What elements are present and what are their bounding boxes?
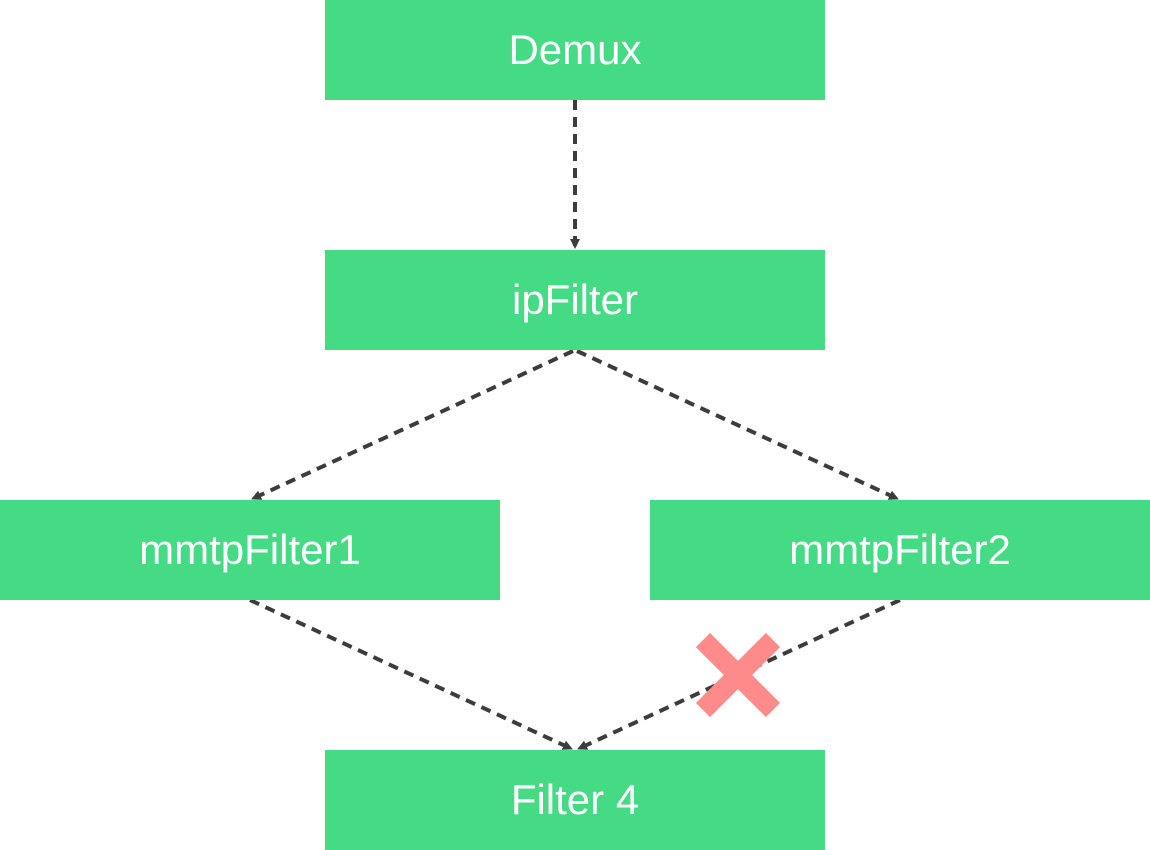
edge-ipfilter-to-mmtpfilter2: [576, 349, 899, 501]
node-demux: Demux: [325, 0, 825, 100]
node-demux-label: Demux: [508, 26, 642, 73]
edge-ipfilter-to-mmtpfilter1: [251, 349, 574, 501]
node-mmtpfilter2: mmtpFilter2: [650, 500, 1150, 600]
node-mmtpfilter1-label: mmtpFilter1: [139, 526, 361, 573]
node-ipfilter-label: ipFilter: [511, 276, 639, 323]
node-mmtpfilter2-label: mmtpFilter2: [789, 526, 1011, 573]
node-ipfilter: ipFilter: [325, 250, 825, 350]
node-filter4: Filter 4: [325, 750, 825, 850]
node-mmtpfilter1: mmtpFilter1: [0, 500, 500, 600]
edge-mmtpfilter1-to-filter4: [249, 598, 573, 751]
node-filter4-label: Filter 4: [510, 776, 640, 823]
blocked-x-icon: [695, 632, 781, 718]
